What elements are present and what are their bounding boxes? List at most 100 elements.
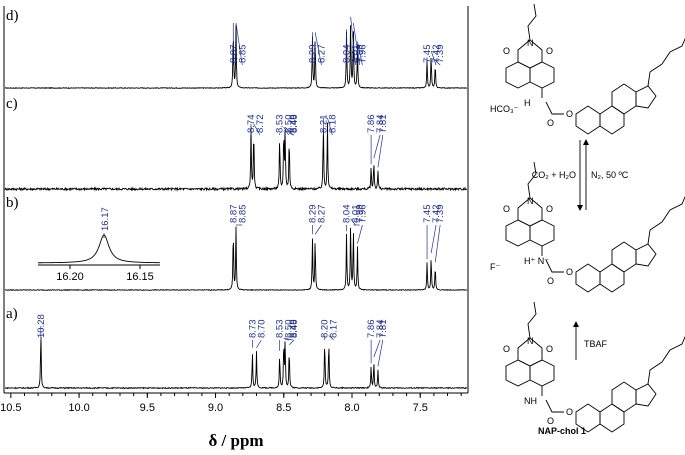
peak-leader-line bbox=[377, 339, 384, 367]
peak-label: 7.84 bbox=[375, 115, 386, 134]
peak-leader-line bbox=[289, 132, 295, 136]
spectrum-0: d)8.878.858.298.278.048.017.997.967.457.… bbox=[4, 8, 468, 90]
peak-leader-line bbox=[353, 22, 360, 66]
peak-label: 8.87 bbox=[228, 205, 239, 224]
peak-label: 8.29 bbox=[307, 205, 318, 224]
peak-label: 7.42 bbox=[431, 45, 442, 64]
peak-label: 8.49 bbox=[288, 115, 299, 134]
peak-label: 8.73 bbox=[247, 320, 258, 339]
cholesteryl-side-chain bbox=[647, 37, 685, 87]
peak-label: 8.50 bbox=[284, 320, 295, 339]
x-tick-label: 10.0 bbox=[68, 402, 89, 414]
carbamate-o: O bbox=[547, 416, 554, 426]
peak-label: 8.87 bbox=[228, 45, 239, 64]
peak-label: 8.27 bbox=[316, 205, 327, 224]
peak-label: 10.28 bbox=[36, 314, 47, 338]
inset-peak-label: 16.17 bbox=[100, 207, 111, 231]
peak-leader-line bbox=[350, 16, 356, 66]
steroid-ring-d bbox=[635, 243, 657, 267]
cholesteryl-side-chain bbox=[647, 335, 685, 385]
peak-label: 7.86 bbox=[366, 115, 377, 134]
x-tick-label: 8.5 bbox=[276, 402, 291, 414]
compound-label: NAP-chol 1 bbox=[538, 426, 586, 436]
peak-label: 8.04 bbox=[342, 205, 353, 224]
carbamate-bond bbox=[545, 101, 564, 115]
panel-label: a) bbox=[6, 306, 18, 322]
carbonyl-o-right: O bbox=[546, 204, 553, 214]
amine-label: NH bbox=[524, 396, 537, 406]
peak-leader-line bbox=[253, 123, 261, 136]
peak-leader-line bbox=[373, 134, 381, 159]
peak-leader-line bbox=[357, 224, 363, 244]
peak-label: 8.17 bbox=[329, 320, 340, 339]
butyl-chain bbox=[527, 161, 537, 199]
butyl-chain bbox=[527, 3, 537, 41]
carbonyl-o-left: O bbox=[503, 46, 510, 56]
peak-leader-line bbox=[256, 339, 262, 348]
reverse-condition: N₂, 50 ºC bbox=[591, 170, 629, 180]
counter-ion: HCO₃⁻ bbox=[490, 104, 519, 114]
x-tick-label: 9.5 bbox=[140, 402, 155, 414]
peak-label: 8.50 bbox=[284, 115, 295, 134]
peak-leader-line bbox=[314, 224, 322, 235]
peak-leader-line bbox=[288, 339, 295, 345]
spectrum-trace bbox=[4, 122, 468, 192]
peak-label: 8.27 bbox=[316, 45, 327, 64]
peak-leader-line bbox=[430, 50, 437, 66]
carbonyl-o-right: O bbox=[546, 344, 553, 354]
peak-leader-line bbox=[434, 224, 441, 263]
peak-label: 7.81 bbox=[378, 115, 389, 134]
peak-label: 8.53 bbox=[275, 115, 286, 134]
imide-n: N bbox=[527, 336, 534, 346]
peak-label: 7.42 bbox=[431, 205, 442, 224]
imide-n: N bbox=[527, 38, 534, 48]
peak-label: 8.46 bbox=[289, 320, 300, 339]
peak-label: 8.01 bbox=[351, 45, 362, 64]
ester-o: O bbox=[566, 109, 573, 119]
x-tick-label: 9.0 bbox=[208, 402, 223, 414]
steroid-ring-d bbox=[635, 85, 657, 109]
tbaf-arrow-head bbox=[573, 321, 579, 327]
peak-label: 7.39 bbox=[435, 45, 446, 64]
peak-label: 8.01 bbox=[351, 205, 362, 224]
inset-tick-label: 16.20 bbox=[56, 271, 84, 283]
peak-leader-line bbox=[314, 32, 322, 66]
peak-leader-line bbox=[285, 338, 293, 341]
carbonyl-o-left: O bbox=[503, 204, 510, 214]
inset-trace bbox=[38, 234, 160, 264]
peak-leader-line bbox=[373, 339, 381, 358]
amine-label: H bbox=[524, 98, 531, 108]
counter-ion: F⁻ bbox=[490, 262, 500, 272]
peak-label: 7.86 bbox=[366, 320, 377, 339]
peak-label: 7.45 bbox=[422, 205, 433, 224]
peak-label: 8.70 bbox=[256, 320, 267, 339]
amine-label: H⁺ N⁻ bbox=[524, 256, 549, 266]
peak-label: 8.18 bbox=[327, 115, 338, 134]
panel-label: d) bbox=[6, 8, 19, 24]
peak-leader-line bbox=[284, 126, 294, 136]
x-tick-label: 10.5 bbox=[0, 402, 21, 414]
carbonyl-o-left: O bbox=[503, 344, 510, 354]
peak-label: 8.20 bbox=[320, 320, 331, 339]
spectrum-trace bbox=[4, 337, 468, 390]
naphthalene-ring-right bbox=[529, 219, 555, 247]
peak-label: 7.84 bbox=[375, 320, 386, 339]
naphthalene-ring-right bbox=[529, 359, 555, 387]
peak-leader-line bbox=[328, 335, 334, 341]
peak-label: 7.96 bbox=[357, 205, 368, 224]
imide-n: N bbox=[527, 196, 534, 206]
peak-label: 8.46 bbox=[289, 115, 300, 134]
carbamate-bond bbox=[545, 259, 564, 273]
carbamate-o: O bbox=[547, 276, 554, 286]
peak-label: 8.21 bbox=[318, 115, 329, 134]
peak-label: 8.85 bbox=[237, 205, 248, 223]
forward-condition: CO₂ + H₂O bbox=[532, 170, 576, 180]
